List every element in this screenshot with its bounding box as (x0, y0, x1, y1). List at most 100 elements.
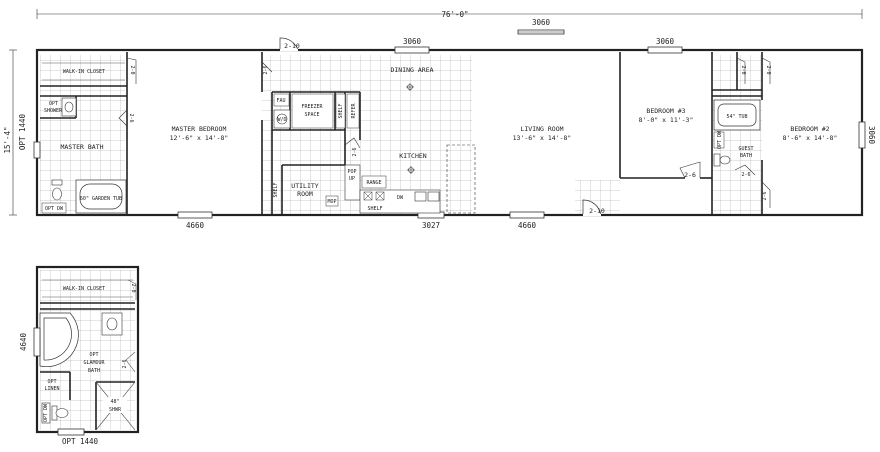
rear-door-label: 2-10 (589, 207, 605, 215)
door-bed2-closet-b-label: 2-0 (765, 65, 771, 74)
alt-shower-line1: 48" (110, 399, 119, 405)
overall-length-label: 76'-0" (441, 10, 468, 19)
guest-opt-dw-box (713, 131, 725, 149)
pop-up-line1: POP (347, 169, 356, 175)
opt-shower-line2: SHOWER (44, 108, 63, 114)
alt-glamour-line3: BATH (88, 368, 100, 374)
master-bath-label: MASTER BATH (60, 143, 103, 151)
overall-length-dimension (36, 9, 863, 19)
door-closet-main-label: 2-0 (129, 65, 135, 74)
interior-walls (40, 52, 763, 215)
alt-window-bottom-label: OPT 1440 (62, 437, 99, 446)
alt-shower-line2: SHWR (109, 407, 122, 413)
range-burners (363, 191, 385, 201)
alt-window-left-label: 4640 (19, 332, 28, 351)
window-top-bedroom3 (647, 46, 683, 54)
alt-closet-door-label: 2-0 (130, 283, 136, 292)
freezer-box (291, 93, 334, 129)
fau-box (273, 93, 290, 107)
washer-dryer-label: W/D (277, 117, 286, 123)
guest-opt-dw-label: OPT DW (717, 130, 723, 149)
window-bottom-living-label: 4660 (518, 221, 537, 230)
washer-dryer (273, 109, 291, 129)
shelf-vertical-box (335, 93, 346, 129)
window-left-master-bath (33, 141, 41, 159)
mop-label: MOP (327, 199, 336, 205)
guest-toilet (713, 153, 731, 167)
front-door (279, 37, 299, 51)
door-master-entry-label: 2-6 (263, 65, 269, 74)
window-bottom-living (509, 211, 545, 219)
dining-light-icon (406, 83, 414, 91)
walk-in-closet-label: WALK-IN CLOSET (63, 69, 105, 75)
guest-tub (713, 99, 761, 131)
door-bedroom3-label: 2-6 (684, 171, 696, 179)
door-swings (118, 57, 771, 208)
bedroom2-name: BEDROOM #2 (790, 125, 829, 133)
shelf-utility-label: SHELF (273, 182, 279, 197)
overall-width-label: 15'-4" (3, 126, 12, 153)
window-bottom-master-label: 4660 (186, 221, 205, 230)
alt-bath-door-label: 2-6 (122, 359, 128, 368)
window-right-bedroom2 (858, 121, 866, 149)
master-bedroom-size: 12'-6" x 14'-8" (170, 134, 229, 142)
garden-tub-label: 60" GARDEN TUB (80, 196, 122, 202)
range-label: RANGE (366, 180, 381, 186)
guest-bath-line2: BATH (740, 153, 752, 159)
rear-door (582, 199, 602, 216)
utility-room-line2: ROOM (297, 190, 313, 198)
window-top-dining-label: 3060 (403, 37, 422, 46)
bedroom3-size: 8'-0" x 11'-3" (639, 116, 694, 124)
pop-up-line2: UP (349, 176, 355, 182)
mop-sink (325, 195, 339, 207)
opt-dw-label: OPT DW (45, 206, 64, 212)
freezer-label-1: FREEZER (301, 104, 323, 110)
living-room-name: LIVING ROOM (520, 125, 563, 133)
door-pantry-label: 2-6 (352, 147, 358, 156)
kitchen-label: KITCHEN (399, 152, 426, 160)
alt-linen-line1: OPT (47, 379, 56, 385)
refer-label: REFER (351, 102, 357, 118)
guest-tub-label: 54" TUB (726, 114, 747, 120)
range-box (361, 175, 387, 189)
window-bottom-kitchen-label: 3027 (422, 221, 440, 230)
fau-label: FAU (276, 98, 285, 104)
alt-plan (33, 265, 140, 436)
kitchen-light-icon (407, 166, 415, 174)
master-toilet (51, 179, 63, 201)
window-bottom-master (177, 211, 213, 219)
guest-bath-line1: GUEST (738, 146, 753, 152)
master-bath-sink (61, 97, 77, 117)
opt-shower-line1: OPT (49, 101, 58, 107)
window-top-center (517, 29, 565, 35)
alt-linen-line2: LINEN (44, 386, 59, 392)
alt-opt-dw-label: OPT DW (43, 403, 49, 422)
front-door-label: 2-10 (284, 42, 300, 50)
utility-room-line1: UTILITY (291, 182, 318, 190)
walk-in-closet-rods (42, 62, 125, 81)
dw-label: DW (397, 195, 404, 201)
refer-box (346, 93, 360, 129)
dining-area-label: DINING AREA (390, 66, 433, 74)
bedroom3-name: BEDROOM #3 (646, 107, 685, 115)
bedroom2-size: 8'-6" x 14'-8" (783, 134, 838, 142)
alt-shower-label-bg (103, 397, 127, 413)
tiled-floors (40, 55, 762, 215)
door-bed2-closet-a-label: 2-0 (740, 65, 746, 74)
shelf-vertical-label: SHELF (338, 103, 344, 118)
door-master-bath-label: 2-6 (128, 113, 134, 122)
freezer-label-2: SPACE (304, 112, 319, 118)
shelf-kitchen-label: SHELF (367, 206, 382, 212)
window-right-bedroom2-label: 3060 (867, 126, 876, 145)
alt-glamour-line2: GLAMOUR (83, 360, 105, 366)
alt-walk-in-closet-label: WALK-IN CLOSET (63, 286, 105, 292)
door-bedroom2-label: 2-6 (762, 191, 768, 200)
opt-dw-box (41, 202, 67, 214)
door-guest-bath-label: 2-6 (741, 172, 750, 178)
window-top-dining (394, 46, 430, 54)
opt-1440-left-label: OPT 1440 (18, 113, 27, 150)
master-bedroom-name: MASTER BEDROOM (172, 125, 227, 133)
kitchen-sink (414, 191, 440, 202)
living-room-size: 13'-6" x 14'-8" (513, 134, 572, 142)
